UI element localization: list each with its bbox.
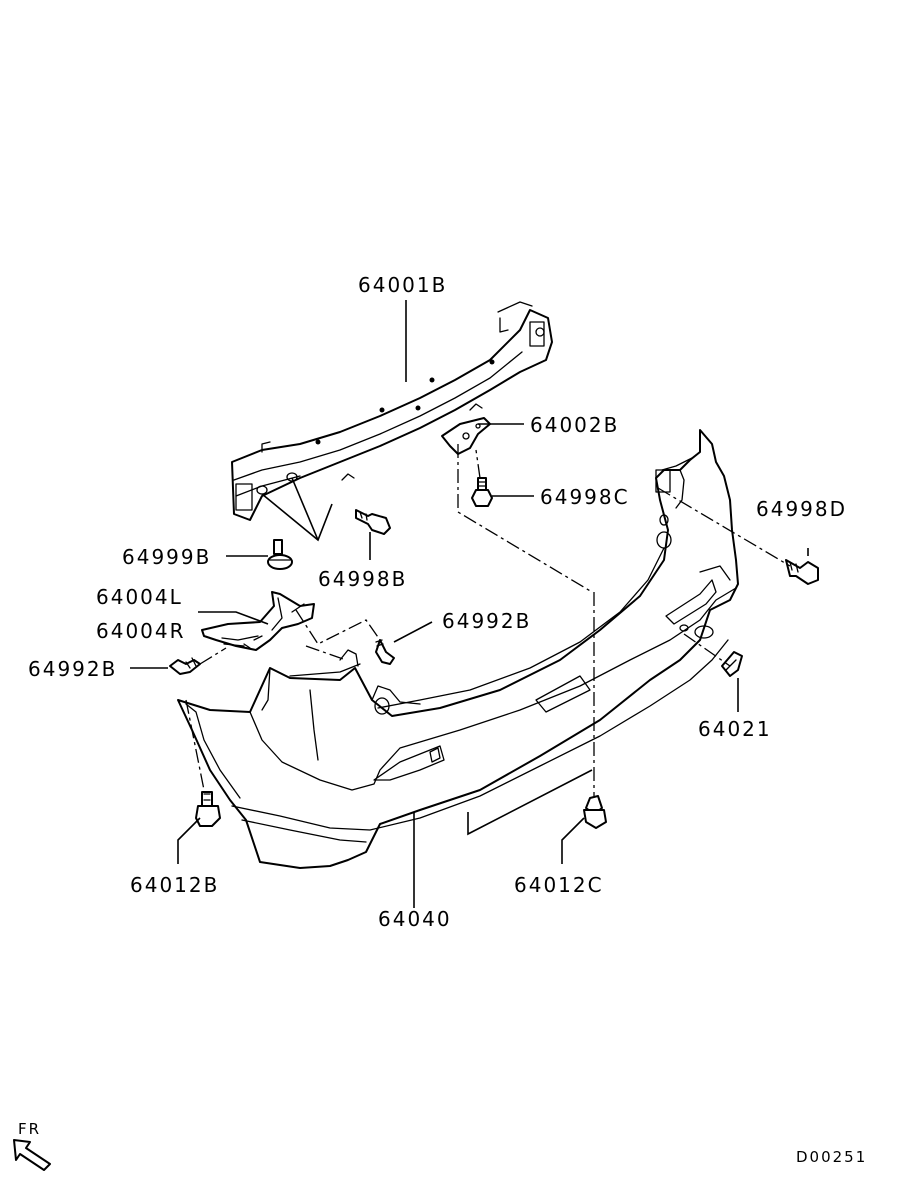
label-64002b: 64002B xyxy=(530,413,619,437)
retainer-64021-icon xyxy=(721,651,743,677)
fastener-64012c-icon xyxy=(583,795,607,829)
label-64004l: 64004L xyxy=(96,585,183,609)
fastener-64012b-icon xyxy=(195,791,221,827)
label-64992b-right: 64992B xyxy=(442,609,531,633)
bolt-64998c-icon xyxy=(471,477,493,507)
leader-lines xyxy=(130,300,809,908)
clip-64999b-icon xyxy=(267,539,293,570)
bolt-64998b-icon xyxy=(355,509,391,535)
label-64012b: 64012B xyxy=(130,873,219,897)
label-64001b: 64001B xyxy=(358,273,447,297)
side-bracket xyxy=(201,591,315,651)
screw-right-icon xyxy=(375,639,395,665)
front-arrow-icon xyxy=(13,1139,51,1171)
label-64012c: 64012C xyxy=(514,873,604,897)
label-64998b: 64998B xyxy=(318,567,407,591)
reinforcement-bar xyxy=(231,301,553,521)
label-64004r: 64004R xyxy=(96,619,186,643)
label-64992b-left: 64992B xyxy=(28,657,117,681)
label-64999b: 64999B xyxy=(122,545,211,569)
bumper-face xyxy=(177,429,739,869)
diagram-code: D00251 xyxy=(796,1148,867,1166)
front-direction-indicator: FR xyxy=(13,1120,51,1171)
label-64998d: 64998D xyxy=(756,497,847,521)
label-64040: 64040 xyxy=(378,907,452,931)
bolt-64998d-icon xyxy=(785,559,819,585)
label-64998c: 64998C xyxy=(540,485,630,509)
label-64021: 64021 xyxy=(698,717,772,741)
screw-left-icon xyxy=(169,657,201,675)
center-bracket xyxy=(441,417,491,455)
front-direction-label: FR xyxy=(18,1120,41,1138)
dashed-alignment-lines xyxy=(185,444,791,796)
